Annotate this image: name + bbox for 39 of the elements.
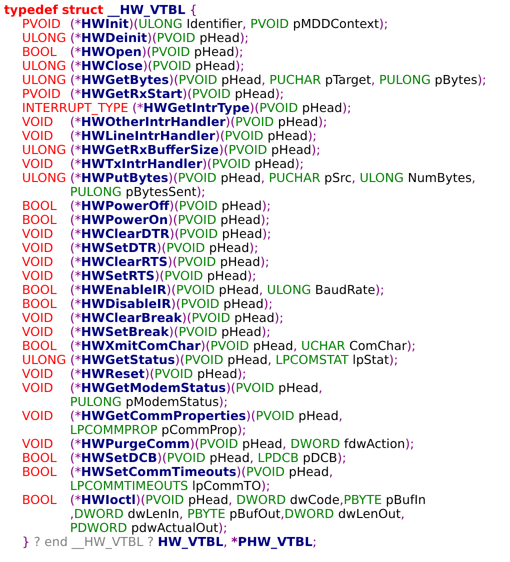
code-line: BOOL (*HWSetDCB)(PVOID pHead, LPDCB pDCB); [22,451,346,465]
code-line: VOID (*HWPurgeComm)(PVOID pHead, DWORD fdwAction); [22,437,414,451]
code-line: PVOID (*HWGetRxStart)(PVOID pHead); [22,87,284,101]
code-line: INTERRUPT_TYPE (*HWGetIntrType)(PVOID pHead); [22,101,352,115]
code-line: VOID (*HWClearBreak)(PVOID pHead); [22,311,284,325]
code-line: VOID (*HWGetModemStatus)(PVOID pHead, [22,381,322,395]
code-line: ULONG (*HWGetStatus)(PVOID pHead, LPCOMSTAT lpStat); [22,353,398,367]
code-line: ULONG (*HWPutBytes)(PVOID pHead, PUCHAR pSrc, ULONG NumBytes, [22,171,476,185]
code-line: LPCOMMTIMEOUTS lpCommTO); [70,479,270,493]
code-line: VOID (*HWSetRTS)(PVOID pHead); [22,269,256,283]
code-line: VOID (*HWClearDTR)(PVOID pHead); [22,227,272,241]
code-line: BOOL (*HWEnableIR)(PVOID pHead, ULONG BaudRate); [22,283,384,297]
code-line: VOID (*HWOtherIntrHandler)(PVOID pHead); [22,115,328,129]
code-line: VOID (*HWSetDTR)(PVOID pHead); [22,241,258,255]
code-line: BOOL (*HWXmitComChar)(PVOID pHead, UCHAR ComChar); [22,339,416,353]
code-line: typedef struct __HW_VTBL { [4,3,198,17]
code-line: BOOL (*HWPowerOn)(PVOID pHead); [22,213,270,227]
code-line: LPCOMMPROP pCommProp); [70,423,246,437]
code-line: PVOID (*HWInit)(ULONG Identifier, PVOID pMDDContext); [22,17,388,31]
code-line: BOOL (*HWSetCommTimeouts)(PVOID pHead, [22,465,333,479]
code-line: VOID (*HWLineIntrHandler)(PVOID pHead); [22,129,317,143]
code-line: VOID (*HWTxIntrHandler)(PVOID pHead); [22,157,304,171]
code-line: ULONG (*HWClose)(PVOID pHead); [22,59,244,73]
code-line: VOID (*HWClearRTS)(PVOID pHead); [22,255,270,269]
code-line: ULONG (*HWGetBytes)(PVOID pHead, PUCHAR pTarget, PULONG pBytes); [22,73,486,87]
code-line: PDWORD pdwActualOut); [70,521,228,535]
code-line: PULONG pModemStatus); [70,395,228,409]
code-line: VOID (*HWReset)(PVOID pHead); [22,367,246,381]
code-line: ULONG (*HWGetRxBufferSize)(PVOID pHead); [22,143,320,157]
code-line: BOOL (*HWDisableIR)(PVOID pHead); [22,297,273,311]
code-line: PULONG pBytesSent); [70,185,206,199]
code-line: VOID (*HWGetCommProperties)(PVOID pHead, [22,409,343,423]
code-line: ,DWORD dwLenIn, PBYTE pBufOut,DWORD dwLenOut, [70,507,405,521]
code-line: VOID (*HWSetBreak)(PVOID pHead); [22,325,271,339]
code-line: ULONG (*HWDeinit)(PVOID pHead); [22,31,249,45]
code-line: BOOL (*HWOpen)(PVOID pHead); [22,45,244,59]
code-line: BOOL (*HWIoctl)(PVOID pHead, DWORD dwCode,PBYTE pBufIn [22,493,426,507]
code-line: } ? end __HW_VTBL ? HW_VTBL, *PHW_VTBL; [22,535,317,549]
code-line: BOOL (*HWPowerOff)(PVOID pHead); [22,199,271,213]
